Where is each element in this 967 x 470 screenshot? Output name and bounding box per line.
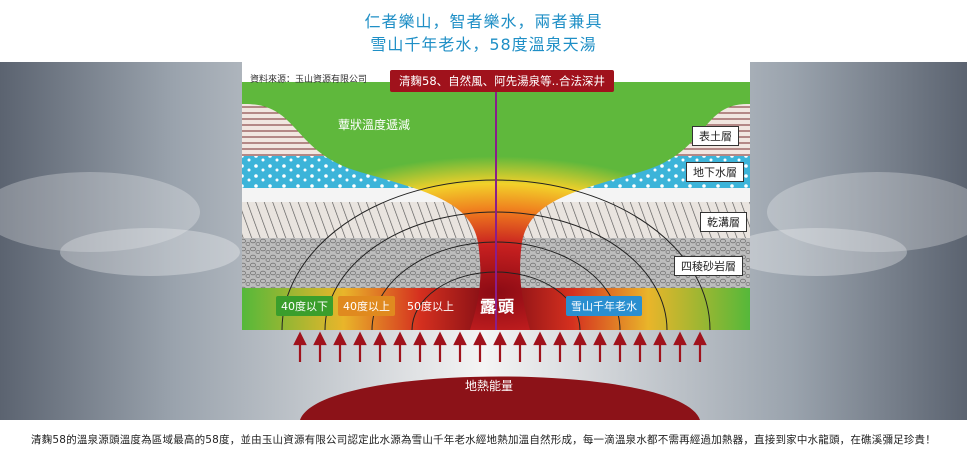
splash-left xyxy=(0,172,240,276)
hero-image xyxy=(0,62,967,420)
label-sandstone: 四稜砂岩層 xyxy=(674,256,743,276)
heat-source-label: 地熱能量 xyxy=(465,379,514,393)
splash-right xyxy=(727,172,967,276)
top-banner: 清麴58、自然風、阿先湯泉等..合法深井 xyxy=(390,70,614,92)
heat-dome xyxy=(300,376,700,420)
mushroom-label: 蕈狀溫度遞減 xyxy=(338,118,411,132)
caption: 清麴58的溫泉源頭溫度為區域最高的58度，並由玉山資源有限公司認定此水源為雪山千… xyxy=(31,434,936,446)
zone-snow-water: 雪山千年老水 xyxy=(566,296,642,316)
source-label: 資料來源：玉山資源有限公司 xyxy=(250,75,368,85)
title-line-2: 雪山千年老水，58度溫泉天湯 xyxy=(370,35,597,54)
zone-below40: 40度以下 xyxy=(276,296,333,316)
label-groundwater: 地下水層 xyxy=(686,162,744,182)
zone-fifty: 50度以上 xyxy=(407,300,454,313)
title-line-1: 仁者樂山，智者樂水，兩者兼具 xyxy=(364,12,603,31)
label-topsoil: 表土層 xyxy=(692,126,739,146)
zone-above40: 40度以上 xyxy=(338,296,395,316)
label-dry: 乾溝層 xyxy=(700,212,747,232)
zone-outcrop: 露頭 xyxy=(480,297,517,316)
heat-arrows xyxy=(293,331,707,362)
